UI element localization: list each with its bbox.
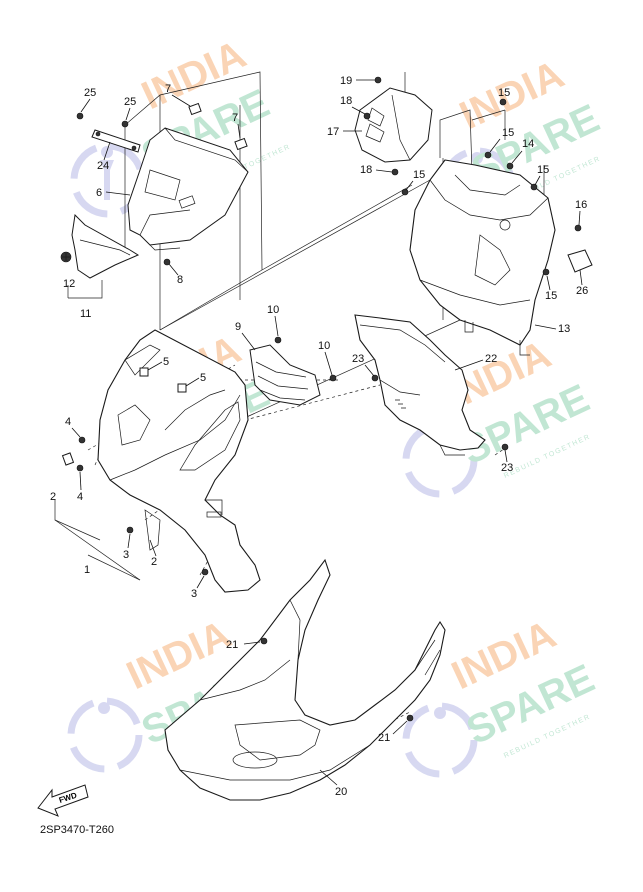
callout-22: 22 <box>454 353 497 371</box>
diagram-code: 2SP3470-T260 <box>40 824 114 836</box>
part-9-trim <box>249 344 321 406</box>
wrench-person-icon <box>402 702 478 778</box>
callout-4: 4 <box>65 416 81 438</box>
callout-17: 17 <box>327 126 362 138</box>
svg-text:12: 12 <box>63 278 75 290</box>
svg-text:17: 17 <box>327 126 339 138</box>
callout-18: 18 <box>340 95 366 115</box>
svg-text:3: 3 <box>191 588 197 600</box>
callout-24: 24 <box>97 141 111 172</box>
svg-text:9: 9 <box>235 321 241 333</box>
part-13-leg-shield <box>409 159 556 356</box>
svg-text:10: 10 <box>267 304 279 316</box>
svg-text:18: 18 <box>340 95 352 107</box>
callout-19: 19 <box>340 75 375 87</box>
svg-text:23: 23 <box>352 353 364 365</box>
svg-text:7: 7 <box>165 83 171 95</box>
callout-21: 21 <box>226 639 261 651</box>
callouts: 25 25 7 7 24 6 8 12 11 19 18 17 18 15 15… <box>50 75 588 798</box>
svg-text:21: 21 <box>226 639 238 651</box>
svg-text:4: 4 <box>65 416 71 428</box>
svg-text:16: 16 <box>575 199 587 211</box>
callout-3: 3 <box>123 533 131 561</box>
callout-10: 10 <box>267 304 279 337</box>
svg-text:6: 6 <box>96 187 102 199</box>
svg-text:11: 11 <box>80 308 91 320</box>
callout-2: 2 <box>50 491 56 503</box>
svg-text:25: 25 <box>84 87 96 99</box>
part-6-inner-panel <box>127 127 249 251</box>
callout-1: 1 <box>84 564 90 576</box>
svg-text:4: 4 <box>77 491 83 503</box>
callout-11: 11 <box>80 308 91 320</box>
svg-text:10: 10 <box>318 340 330 352</box>
callout-23: 23 <box>501 449 513 474</box>
svg-text:8: 8 <box>177 274 183 286</box>
svg-text:15: 15 <box>545 290 557 302</box>
svg-text:15: 15 <box>413 169 425 181</box>
callout-3: 3 <box>191 575 205 600</box>
svg-text:25: 25 <box>124 96 136 108</box>
svg-text:22: 22 <box>485 353 497 365</box>
callout-16: 16 <box>575 199 587 226</box>
callout-15: 15 <box>545 275 557 302</box>
svg-text:1: 1 <box>84 564 90 576</box>
fwd-arrow-icon: FWD <box>37 784 89 817</box>
svg-text:15: 15 <box>537 164 549 176</box>
callout-21: 21 <box>378 720 408 744</box>
part-7-clips <box>188 102 248 151</box>
svg-text:5: 5 <box>200 372 206 384</box>
callout-15: 15 <box>405 169 425 191</box>
svg-text:18: 18 <box>360 164 372 176</box>
svg-text:19: 19 <box>340 75 352 87</box>
callout-18: 18 <box>360 164 393 176</box>
callout-12: 12 <box>63 278 75 290</box>
callout-8: 8 <box>168 263 183 286</box>
svg-text:2: 2 <box>151 556 157 568</box>
callout-25: 25 <box>80 87 96 113</box>
callout-15: 15 <box>534 164 549 186</box>
svg-text:23: 23 <box>501 462 513 474</box>
svg-text:2: 2 <box>50 491 56 503</box>
svg-text:20: 20 <box>335 786 347 798</box>
callout-6: 6 <box>96 187 131 199</box>
svg-text:24: 24 <box>97 160 109 172</box>
svg-text:21: 21 <box>378 732 390 744</box>
svg-text:7: 7 <box>232 112 238 124</box>
callout-13: 13 <box>534 323 570 335</box>
svg-text:13: 13 <box>558 323 570 335</box>
callout-15: 15 <box>498 87 510 99</box>
callout-26: 26 <box>576 269 588 297</box>
callout-7: 7 <box>165 83 191 107</box>
callout-9: 9 <box>235 321 256 351</box>
wrench-person-icon <box>67 697 143 773</box>
callout-23: 23 <box>352 353 375 377</box>
callout-4: 4 <box>77 471 83 503</box>
callout-15: 15 <box>489 127 514 153</box>
svg-text:14: 14 <box>522 138 534 150</box>
part-20-floor-cover <box>164 558 446 801</box>
callout-5: 5 <box>185 372 206 387</box>
part-17-inner-panel <box>354 87 433 163</box>
part-11-12-side-cover <box>60 213 140 279</box>
svg-text:15: 15 <box>498 87 510 99</box>
svg-text:15: 15 <box>502 127 514 139</box>
svg-text:26: 26 <box>576 285 588 297</box>
fasteners <box>61 76 582 722</box>
callout-7: 7 <box>232 112 241 139</box>
callout-14: 14 <box>511 138 534 164</box>
part-24-bracket <box>91 129 141 153</box>
callout-25: 25 <box>124 96 136 121</box>
callout-2: 2 <box>149 539 157 568</box>
part-26-label <box>567 249 593 273</box>
svg-text:5: 5 <box>163 356 169 368</box>
callout-5: 5 <box>147 356 169 371</box>
callout-10: 10 <box>318 340 333 376</box>
callout-20: 20 <box>319 769 347 798</box>
svg-text:3: 3 <box>123 549 129 561</box>
part-22-lower-panel <box>354 314 486 456</box>
part-1-front-cover <box>97 329 261 593</box>
